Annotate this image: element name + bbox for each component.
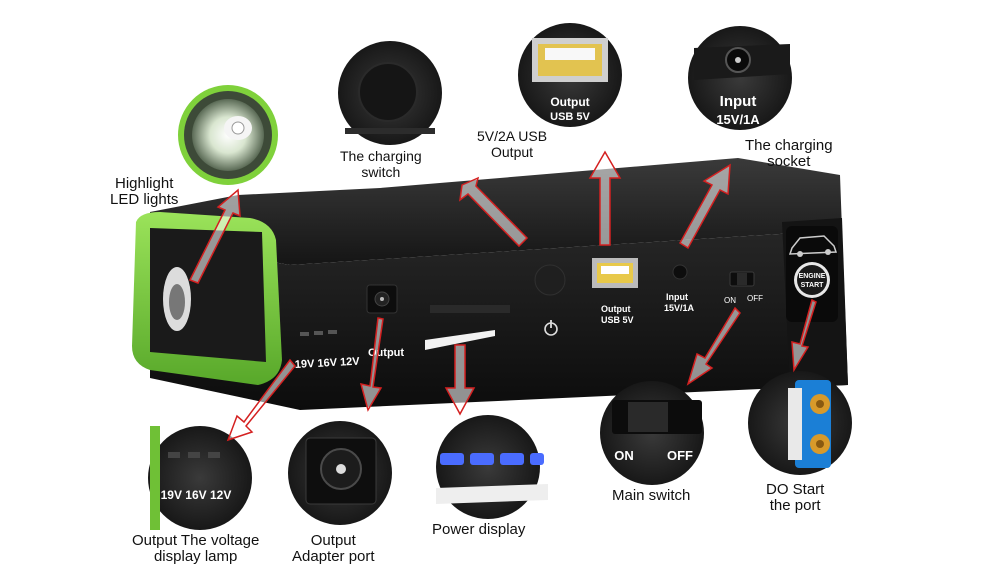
- arrow-charging-switch: [459, 176, 529, 248]
- label-charging-socket-line1: The charging: [745, 137, 833, 154]
- device-voltage-text: 19V 16V 12V: [295, 356, 361, 371]
- arrow-power-display: [444, 344, 476, 416]
- zoom-usb-port: Output USB 5V: [518, 23, 622, 127]
- arrow-output: [359, 317, 384, 412]
- label-main-switch-line1: Main switch: [612, 487, 691, 504]
- label-usb-output-line1: 5V/2A USB: [477, 128, 548, 144]
- zoom-output-adapter: [288, 421, 392, 525]
- label-do-start-line2: the port: [769, 497, 821, 514]
- zoom-power-display: [436, 415, 548, 519]
- zoom-do-start-port: [748, 371, 852, 475]
- device-on-text: ON: [724, 296, 736, 305]
- arrow-input: [679, 163, 731, 250]
- label-charging-socket: The charging socket: [745, 138, 833, 170]
- zoom-off-text: OFF: [667, 448, 693, 463]
- zoom-input-text-2: 15V/1A: [716, 112, 760, 127]
- zoom-input-socket: Input 15V/1A: [688, 26, 792, 130]
- label-output-adapter-line2: Adapter port: [292, 548, 375, 565]
- label-charging-socket-line2: socket: [767, 153, 811, 170]
- zoom-input-text-1: Input: [720, 93, 757, 110]
- zoom-usb-text-1: Output: [550, 95, 589, 109]
- device-input-text-1: Input: [666, 292, 688, 302]
- zoom-led-light: [178, 85, 278, 185]
- label-usb-output: 5V/2A USB Output: [477, 128, 547, 160]
- label-power-display-line1: Power display: [432, 521, 526, 538]
- label-charging-switch: The charging switch: [340, 148, 422, 180]
- label-output-adapter-line1: Output: [310, 532, 356, 549]
- zoom-main-switch: ON OFF: [600, 381, 704, 485]
- zoom-charging-switch: [338, 41, 442, 145]
- device-usb-text-1: Output: [601, 304, 631, 314]
- engine-start-text-2: START: [801, 282, 825, 289]
- power-icon: [544, 320, 558, 336]
- label-do-start: DO Start the port: [766, 482, 824, 514]
- label-output-adapter: Output Adapter port: [292, 533, 375, 565]
- arrow-do-start: [791, 298, 817, 373]
- device-input-text-2: 15V/1A: [664, 303, 695, 313]
- label-usb-output-line2: Output: [491, 144, 534, 160]
- zoom-voltage-text: 19V 16V 12V: [161, 488, 232, 502]
- car-icon: [788, 235, 838, 257]
- arrow-usb: [588, 150, 622, 246]
- label-charging-switch-line2: switch: [361, 164, 401, 180]
- device-off-text: OFF: [747, 294, 763, 303]
- label-voltage-lamp: Output The voltage display lamp: [132, 533, 259, 565]
- arrow-led: [188, 188, 241, 284]
- arrow-voltage: [226, 358, 296, 442]
- label-highlight-led: Highlight LED lights: [110, 176, 178, 208]
- zoom-on-text: ON: [614, 448, 634, 463]
- label-charging-switch-line1: The charging: [340, 148, 422, 164]
- label-highlight-line2: LED lights: [110, 191, 179, 208]
- arrow-main-switch: [686, 306, 741, 386]
- zoom-voltage-lamp: 19V 16V 12V: [148, 426, 252, 530]
- label-main-switch: Main switch: [612, 488, 690, 504]
- device-usb-text-2: USB 5V: [601, 315, 634, 325]
- label-voltage-lamp-line2: display lamp: [153, 548, 238, 565]
- pointer-arrows: [188, 150, 817, 442]
- label-highlight-line1: Highlight: [115, 175, 174, 192]
- label-power-display: Power display: [432, 522, 525, 538]
- device-body: 19V 16V 12V Output Output USB 5V Input 1…: [132, 158, 848, 410]
- label-do-start-line1: DO Start: [766, 481, 825, 498]
- zoom-usb-text-2: USB 5V: [550, 111, 590, 123]
- label-voltage-lamp-line1: Output The voltage: [132, 532, 260, 549]
- engine-start-text-1: ENGINE: [799, 273, 826, 280]
